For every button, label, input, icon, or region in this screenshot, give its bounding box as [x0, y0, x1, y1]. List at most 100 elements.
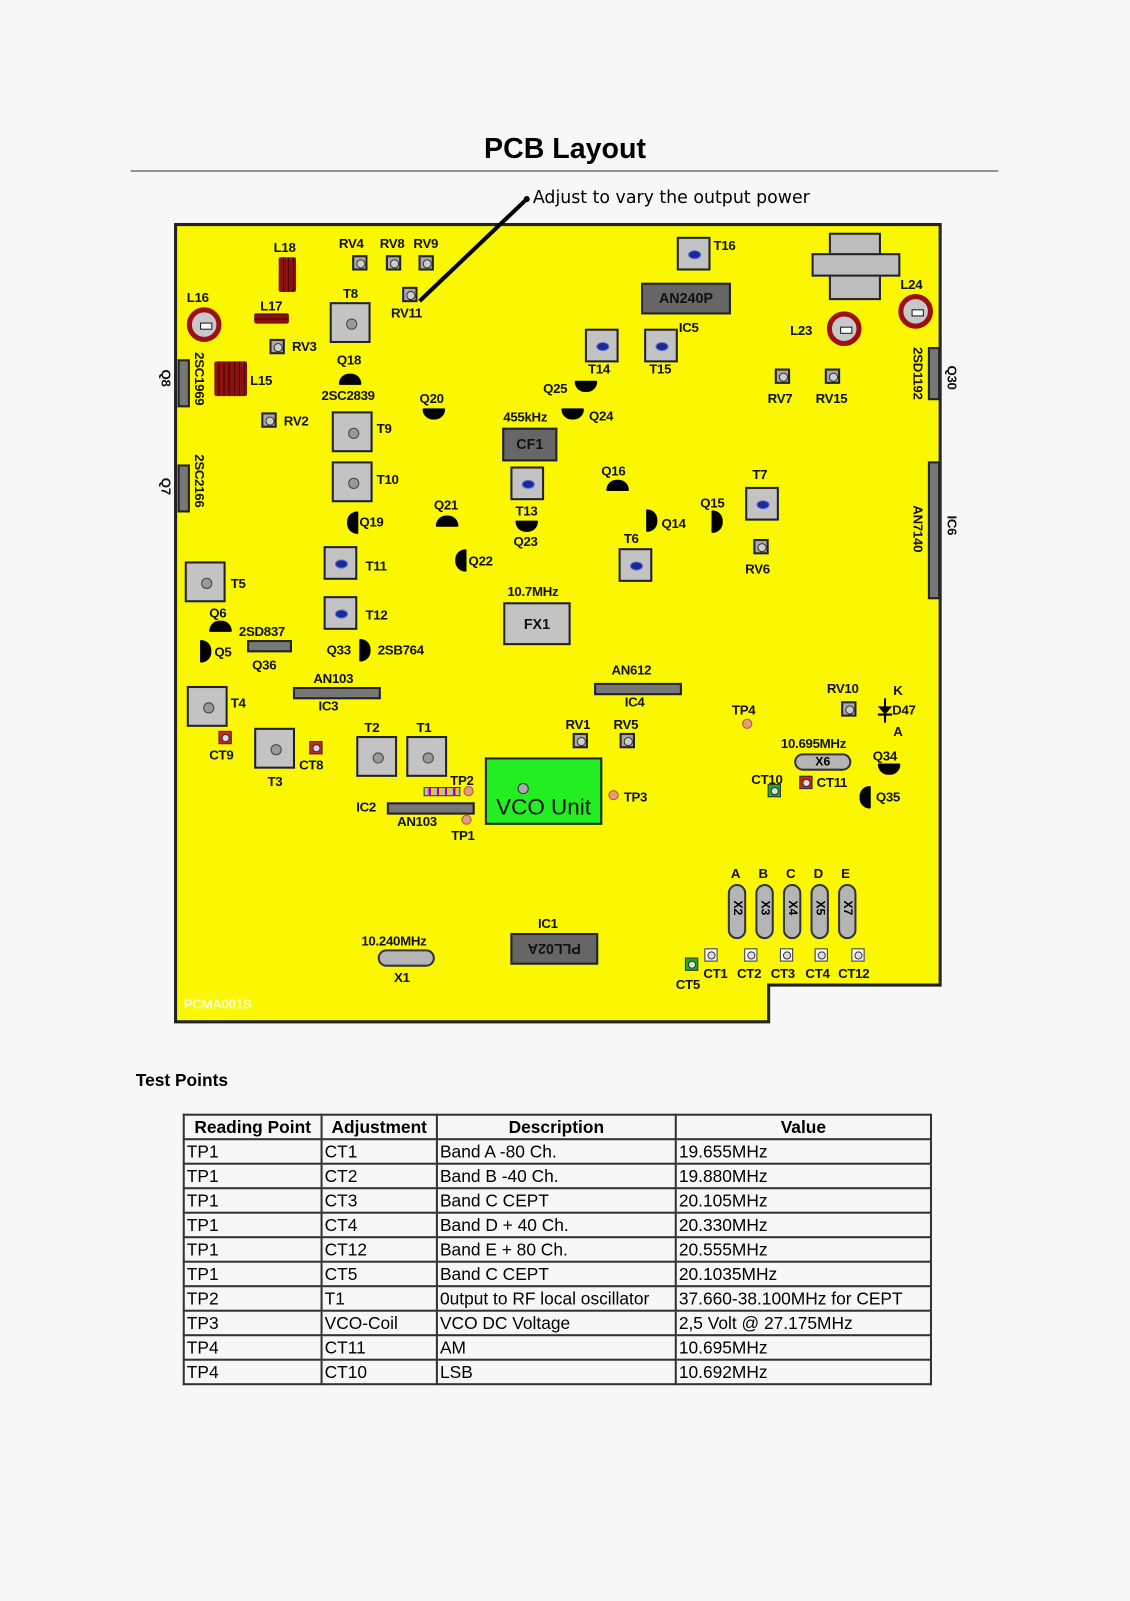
transformer-t5[interactable]: [184, 561, 226, 603]
trimcap-ct9[interactable]: [218, 730, 232, 745]
table-cell: 37.660-38.100MHz for CEPT: [674, 1285, 932, 1312]
transformer-t1[interactable]: [406, 735, 448, 777]
label-l24: L24: [900, 276, 923, 292]
label-q18: Q18: [336, 352, 362, 368]
test-point-tp1[interactable]: [461, 814, 472, 825]
transformer-t14[interactable]: [584, 328, 619, 363]
trimcap-ct2[interactable]: [744, 948, 758, 962]
title-divider: [130, 170, 999, 172]
table-cell: CT5: [320, 1260, 438, 1288]
label-l16: L16: [186, 289, 209, 306]
transformer-t13[interactable]: [510, 466, 545, 501]
label-ct4: CT4: [805, 965, 830, 981]
table-cell: AM: [435, 1334, 677, 1361]
trimpot-rv10[interactable]: [841, 701, 857, 717]
coil-l24[interactable]: [898, 293, 934, 329]
transformer-t6[interactable]: [618, 548, 653, 582]
test-point-tp4[interactable]: [742, 718, 753, 729]
trimcap-ct4[interactable]: [814, 948, 828, 962]
trimcap-ct3[interactable]: [779, 948, 794, 962]
trimpot-rv5[interactable]: [619, 732, 635, 749]
label-ct10: CT10: [751, 771, 783, 788]
label-rv10: RV10: [826, 680, 859, 697]
transformer-t7[interactable]: [745, 486, 779, 521]
label-2sd1192: 2SD1192: [910, 347, 926, 400]
board-id: PCMA001S: [183, 996, 252, 1012]
table-cell: VCO DC Voltage: [435, 1309, 677, 1337]
transformer-t16[interactable]: [676, 236, 711, 271]
label-t13: T13: [515, 503, 538, 519]
trimcap-ct10[interactable]: [767, 783, 781, 798]
trimpot-rv6[interactable]: [753, 538, 769, 555]
transformer-t12[interactable]: [323, 596, 358, 630]
table-cell: Band E + 80 Ch.: [435, 1236, 677, 1263]
trimpot-rv15[interactable]: [824, 368, 841, 384]
trimcap-ct12[interactable]: [851, 948, 865, 962]
transistor-q5: [200, 640, 212, 663]
crystal-x4: X4: [782, 884, 802, 940]
label-q15: Q15: [700, 495, 725, 511]
label-l23: L23: [790, 322, 813, 338]
transistor-q15: [711, 510, 723, 533]
ic1-pll02a: PLL02A: [510, 933, 599, 965]
column-header: Adjustment: [320, 1113, 438, 1141]
label-ic4: IC4: [624, 694, 645, 710]
label-q23: Q23: [513, 533, 538, 550]
label-rv3: RV3: [291, 338, 317, 355]
ceramic-filter-cf1: CF1: [502, 427, 558, 462]
coil-l17: [254, 313, 289, 324]
transistor-q20: [422, 408, 446, 420]
transformer-t10[interactable]: [331, 461, 373, 503]
trimpot-rv1[interactable]: [572, 732, 588, 749]
label-t8: T8: [342, 285, 358, 302]
transistor-q19: [347, 511, 359, 534]
trimpot-rv2[interactable]: [261, 412, 277, 428]
label-t12: T12: [365, 607, 388, 623]
trimcap-ct1[interactable]: [704, 948, 718, 962]
trimpot-rv7[interactable]: [774, 368, 791, 384]
label-d47: D47: [892, 702, 916, 718]
coil-l23[interactable]: [826, 311, 862, 347]
table-cell: Band B -40 Ch.: [435, 1162, 677, 1190]
label-q22: Q22: [468, 553, 493, 569]
label-t1: T1: [416, 719, 432, 735]
label-2sb764: 2SB764: [377, 642, 424, 658]
transformer-t9[interactable]: [331, 411, 373, 453]
label-x1: X1: [394, 969, 410, 986]
vco-coil-slug[interactable]: [517, 782, 529, 795]
trimcap-ct11[interactable]: [799, 775, 813, 790]
label-an612: AN612: [611, 662, 652, 678]
crystal-x5-label: X5: [813, 900, 828, 916]
test-point-tp2[interactable]: [463, 786, 474, 797]
transformer-t15[interactable]: [644, 328, 678, 363]
page-title: PCB Layout: [484, 132, 647, 165]
label-l18: L18: [273, 239, 296, 256]
label-q30: Q30: [944, 365, 960, 390]
trimcap-ct5[interactable]: [684, 957, 699, 971]
transformer-t8[interactable]: [329, 302, 371, 343]
label-t5: T5: [230, 575, 246, 592]
transformer-t3[interactable]: [254, 727, 296, 769]
label-t15: T15: [649, 361, 672, 377]
transformer-t11[interactable]: [323, 546, 358, 580]
label-tp2: TP2: [450, 772, 474, 789]
vco-unit[interactable]: VCO Unit: [484, 757, 603, 825]
trimpot-rv8[interactable]: [385, 255, 402, 271]
trimcap-ct8[interactable]: [309, 741, 323, 755]
trimpot-rv3[interactable]: [269, 338, 285, 355]
test-point-tp3[interactable]: [608, 790, 619, 801]
transformer-t4[interactable]: [186, 685, 228, 727]
table-cell: LSB: [435, 1358, 677, 1386]
transformer-t2[interactable]: [356, 735, 398, 777]
label-t3: T3: [267, 773, 283, 790]
coil-l16[interactable]: [186, 307, 222, 342]
label-band-d: D: [813, 865, 824, 881]
trimpot-rv9[interactable]: [418, 255, 434, 271]
table-cell: Band C CEPT: [435, 1187, 677, 1214]
trimpot-rv11[interactable]: [402, 286, 418, 303]
label-t16: T16: [713, 237, 736, 254]
label-diode-a: A: [893, 723, 903, 740]
trimpot-rv4[interactable]: [352, 255, 368, 271]
